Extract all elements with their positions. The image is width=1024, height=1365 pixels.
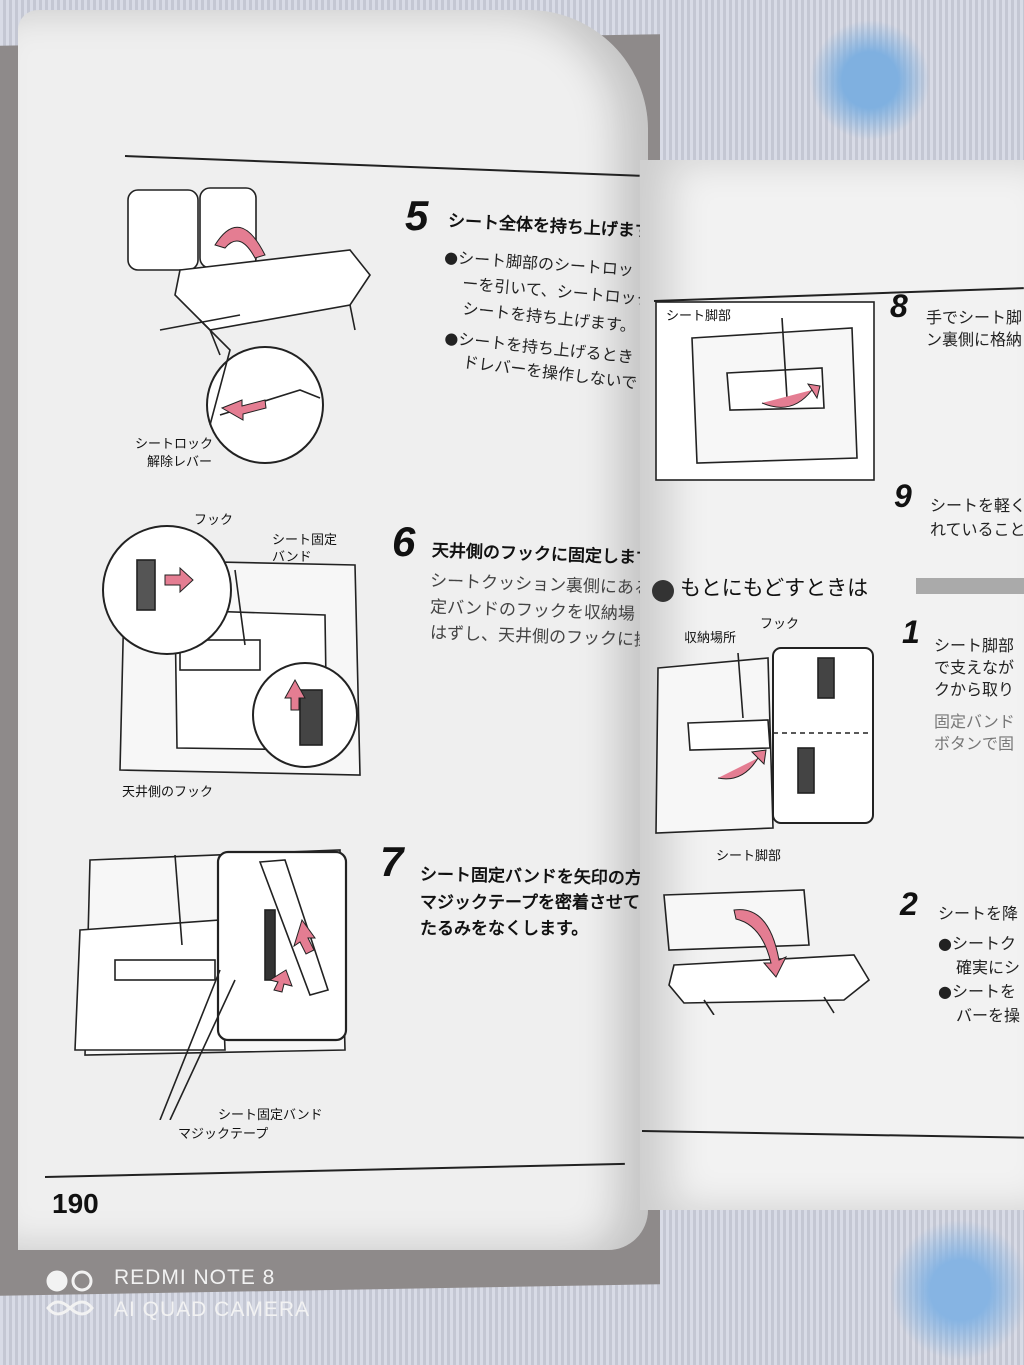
step-2-line: 確実にシ xyxy=(956,958,1021,977)
seat-store-illustration xyxy=(655,301,875,481)
step-2-number: 2 xyxy=(900,886,918,922)
velcro-band-illustration xyxy=(74,849,348,1120)
camera-watermark-tagline: AI QUAD CAMERA xyxy=(114,1298,311,1321)
seat-leg-label: シート脚部 xyxy=(666,309,732,324)
right-page-content: シート脚部 8 手でシート脚 ン裏側に格納 9 シートを軽く れていること 収納… xyxy=(640,160,1024,1210)
step-7-number: 7 xyxy=(380,838,404,885)
seat-lock-label-line2: 解除レバー xyxy=(147,455,213,470)
step-2-line: ●シートを xyxy=(938,982,1016,1001)
step-2-line: ●シートク xyxy=(938,934,1016,953)
step-2-title: シートを降 xyxy=(938,904,1019,923)
step-9-line: シートを軽く xyxy=(930,496,1024,515)
section-heading-bar xyxy=(916,578,1024,594)
step-6-number: 6 xyxy=(392,518,416,565)
step-7-title-line: シート固定バンドを矢印の方向 xyxy=(419,864,659,890)
seat-band-label: シート固定バンド xyxy=(218,1108,323,1123)
step-1-note-line: ボタンで固 xyxy=(934,734,1015,753)
camera-watermark-model: REDMI NOTE 8 xyxy=(114,1266,276,1289)
step-1-line: クから取り xyxy=(934,680,1015,699)
restore-illustration xyxy=(655,647,874,834)
step-7-title-line: たるみをなくします。 xyxy=(420,919,589,939)
ceiling-hook-illustration xyxy=(102,525,361,776)
storage-label: 収納場所 xyxy=(684,631,737,646)
seat-band-label-line2: バンド xyxy=(272,550,312,565)
velcro-label: マジックテープ xyxy=(178,1127,269,1142)
step-9-line: れていること xyxy=(930,520,1024,539)
step-7-title-line: マジックテープを密着させて xyxy=(420,893,640,913)
camera-watermark-icon xyxy=(46,1270,94,1316)
step-1-note-line: 固定バンド xyxy=(934,712,1015,731)
right-bottom-rule xyxy=(641,1130,1024,1139)
ceiling-hook-label: 天井側のフック xyxy=(122,785,214,800)
step-8-number: 8 xyxy=(890,288,908,324)
lower-seat-illustration xyxy=(663,889,871,1015)
step-5-number: 5 xyxy=(405,192,429,239)
page-number: 190 xyxy=(52,1188,99,1219)
step-8-line: ン裏側に格納 xyxy=(926,330,1023,349)
step-1-line: シート脚部 xyxy=(934,636,1015,655)
restore-seat-leg-label: シート脚部 xyxy=(716,849,782,864)
section-bullet-icon xyxy=(652,580,674,602)
step-9-number: 9 xyxy=(894,478,912,514)
step-8-line: 手でシート脚 xyxy=(926,308,1023,327)
restore-hook-label: フック xyxy=(760,617,800,632)
section-heading: もとにもどすときは xyxy=(680,576,869,600)
seat-band-label-line1: シート固定 xyxy=(272,533,338,548)
step-2-line: バーを操 xyxy=(956,1006,1021,1025)
step-1-number: 1 xyxy=(902,614,920,650)
seat-lock-label-line1: シートロック xyxy=(135,437,214,452)
hook-label: フック xyxy=(194,513,234,528)
seat-lift-illustration xyxy=(127,187,371,464)
step-1-line: で支えなが xyxy=(934,658,1015,677)
